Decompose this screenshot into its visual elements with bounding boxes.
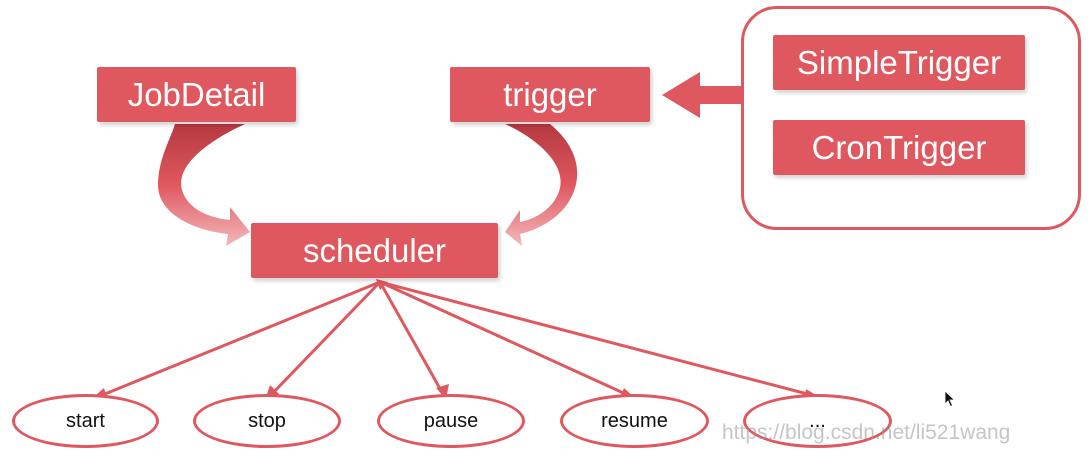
- action-arrows: [94, 280, 816, 400]
- action-resume: resume: [560, 394, 709, 448]
- jobdetail-to-scheduler-arrow: [158, 124, 250, 246]
- jobdetail-box: JobDetail: [97, 67, 296, 122]
- action-stop-label: stop: [248, 409, 286, 432]
- action-resume-label: resume: [601, 409, 668, 432]
- arrow-to-pause: [378, 281, 445, 395]
- jobdetail-label: JobDetail: [127, 75, 266, 113]
- trigger-to-scheduler-arrow: [505, 124, 578, 246]
- scheduler-label: scheduler: [302, 231, 447, 269]
- arrow-to-resume: [379, 280, 631, 398]
- arrow-to-start: [94, 280, 381, 400]
- arrowhead-source: [376, 279, 388, 290]
- simple-trigger-label: SimpleTrigger: [796, 43, 1002, 81]
- scheduler-box: scheduler: [251, 223, 498, 278]
- trigger-box: trigger: [450, 67, 650, 122]
- cron-trigger-box: CronTrigger: [773, 120, 1025, 175]
- mouse-cursor-icon: [944, 390, 956, 408]
- action-start-label: start: [66, 409, 105, 432]
- simple-trigger-box: SimpleTrigger: [773, 35, 1025, 90]
- action-more: ...: [743, 394, 892, 448]
- arrow-to-more: [379, 280, 816, 398]
- action-start: start: [12, 394, 159, 448]
- cron-trigger-label: CronTrigger: [811, 128, 987, 166]
- action-stop: stop: [193, 394, 341, 448]
- trigger-label: trigger: [503, 75, 597, 113]
- arrowheads: [90, 279, 821, 401]
- action-pause: pause: [377, 394, 525, 448]
- action-pause-label: pause: [423, 409, 479, 432]
- action-more-label: ...: [809, 409, 826, 432]
- types-to-trigger-arrow: [662, 72, 745, 118]
- arrow-to-stop: [268, 280, 382, 398]
- watermark-text: https://blog.csdn.net/li521wang: [722, 421, 1011, 444]
